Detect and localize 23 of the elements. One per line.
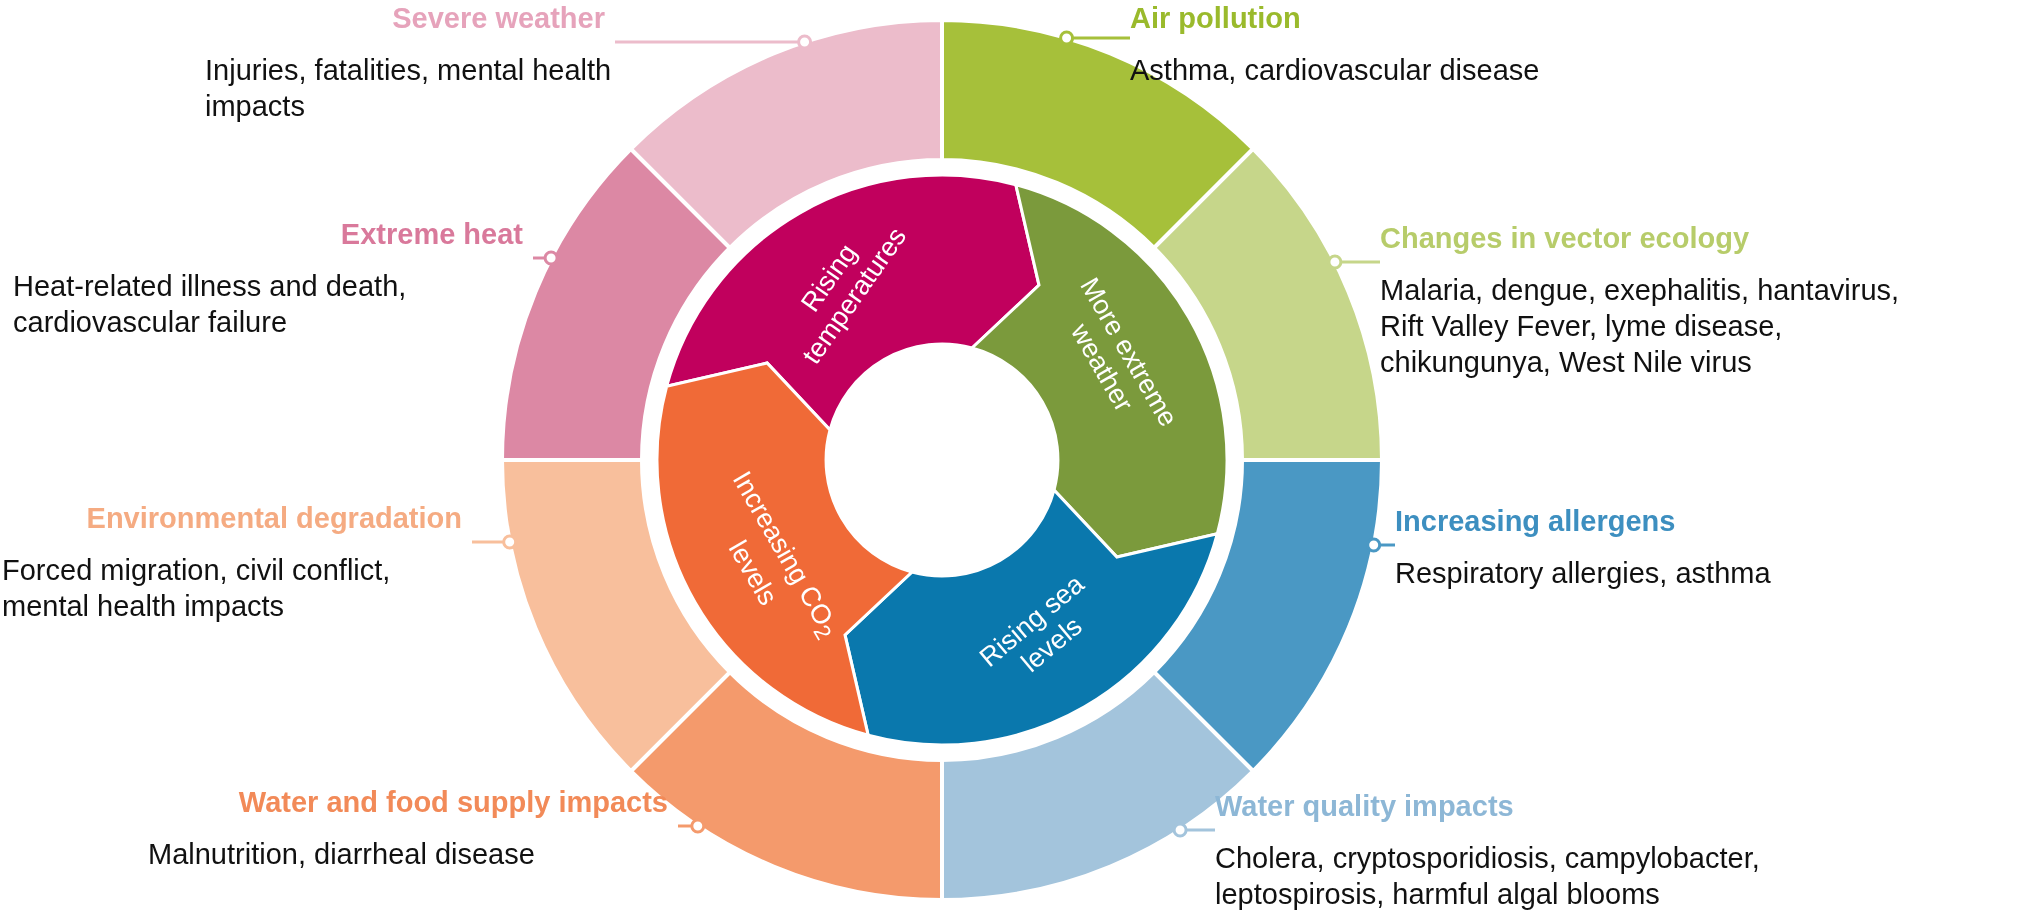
impact-description: Injuries, fatalities, mental health impacts (205, 53, 613, 124)
leader-line (1366, 537, 1395, 553)
impact-description: Forced migration, civil conflict, mental health impacts (2, 553, 392, 624)
impact-description: Cholera, cryptosporidiosis, campylobacter, leptospirosis, harmful algal blooms (1215, 841, 1761, 912)
leader-line (1327, 254, 1380, 270)
impact-description: Malaria, dengue, exephalitis, hantavirus, Rift Valley Fever, lyme disease, chikungunya, West Nile virus (1380, 273, 1901, 380)
impact-description: Heat-related illness and death, cardiovascular failure (13, 269, 408, 340)
leader-line (472, 534, 518, 550)
leader-line (533, 250, 559, 266)
category-heading: Environmental degradation (85, 501, 463, 536)
category-heading: Changes in vector ecology (1380, 221, 1751, 256)
leader-line (678, 818, 706, 834)
category-heading: Water and food supply impacts (237, 785, 669, 820)
category-heading: Severe weather (391, 1, 606, 36)
category-heading: Air pollution (1130, 1, 1302, 36)
leader-line (1059, 30, 1130, 46)
impact-description: Respiratory allergies, asthma (1395, 556, 1772, 591)
category-heading: Extreme heat (339, 217, 524, 252)
category-heading: Increasing allergens (1395, 504, 1677, 539)
leader-line (1172, 822, 1215, 838)
category-heading: Water quality impacts (1215, 789, 1515, 824)
leader-line (615, 34, 813, 50)
impact-description: Malnutrition, diarrheal disease (148, 837, 536, 872)
